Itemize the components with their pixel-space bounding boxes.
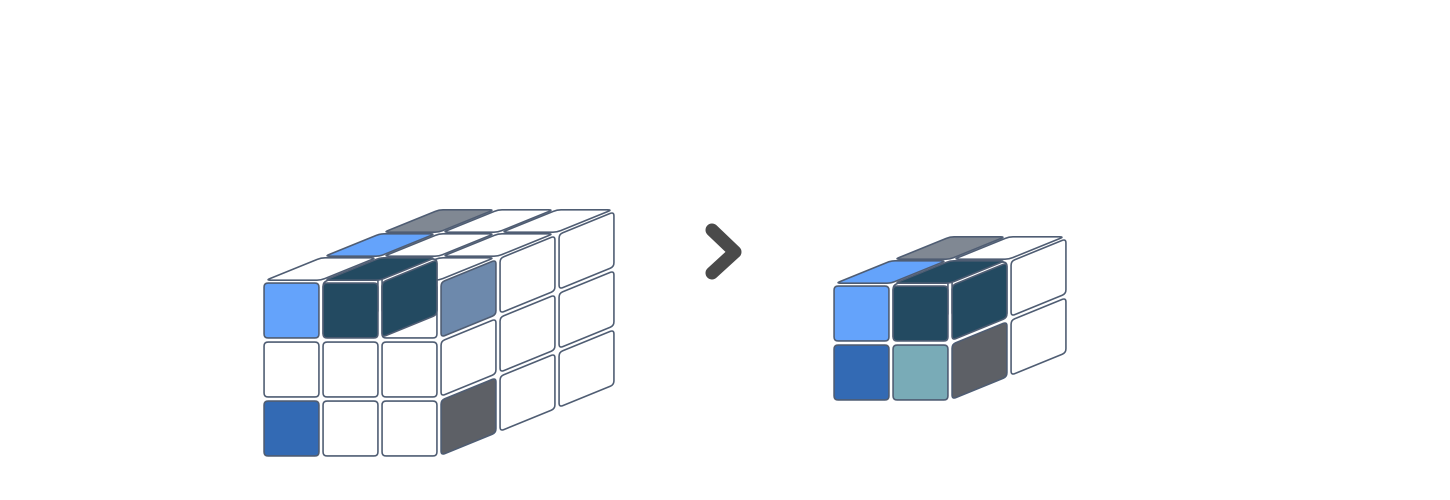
right-facelet — [1010, 239, 1067, 316]
top-facelet — [503, 209, 611, 233]
pocket-cubie-front — [322, 282, 379, 339]
chevron-right-icon — [705, 223, 742, 280]
right-facelet — [1010, 298, 1067, 375]
front-facelet — [263, 282, 320, 339]
pocket-cubie-right — [381, 260, 438, 337]
front-facelet — [322, 341, 379, 398]
pocket-cubie-top — [896, 260, 1004, 284]
cube-2x2x2 — [833, 236, 1067, 401]
front-facelet — [263, 341, 320, 398]
cube-3x3x3 — [263, 209, 615, 457]
right-facelet — [558, 271, 615, 348]
top-facelet — [444, 209, 552, 233]
right-facelet — [951, 322, 1008, 399]
right-facelet — [558, 330, 615, 407]
front-facelet — [381, 400, 438, 457]
top-facelet — [444, 233, 552, 257]
front-facelet — [833, 344, 890, 401]
top-facelet — [837, 260, 945, 284]
pocket-cubie-top — [326, 257, 434, 281]
top-facelet — [385, 209, 493, 233]
right-facelet — [440, 260, 497, 337]
front-facelet — [892, 344, 949, 401]
front-facelet — [263, 400, 320, 457]
pocket-cubie-right — [951, 263, 1008, 340]
right-facelet — [440, 319, 497, 396]
right-facelet — [499, 354, 556, 431]
right-facelet — [558, 212, 615, 289]
right-facelet — [440, 378, 497, 455]
front-facelet — [322, 400, 379, 457]
top-facelet — [267, 257, 375, 281]
top-facelet — [955, 236, 1063, 260]
right-facelet — [499, 295, 556, 372]
top-facelet — [385, 233, 493, 257]
front-facelet — [381, 341, 438, 398]
right-facelet — [499, 236, 556, 313]
chevron-right-icon-stroke — [705, 223, 742, 280]
top-facelet — [896, 236, 1004, 260]
pocket-cubie-front — [892, 285, 949, 342]
top-facelet — [326, 233, 434, 257]
front-facelet — [833, 285, 890, 342]
